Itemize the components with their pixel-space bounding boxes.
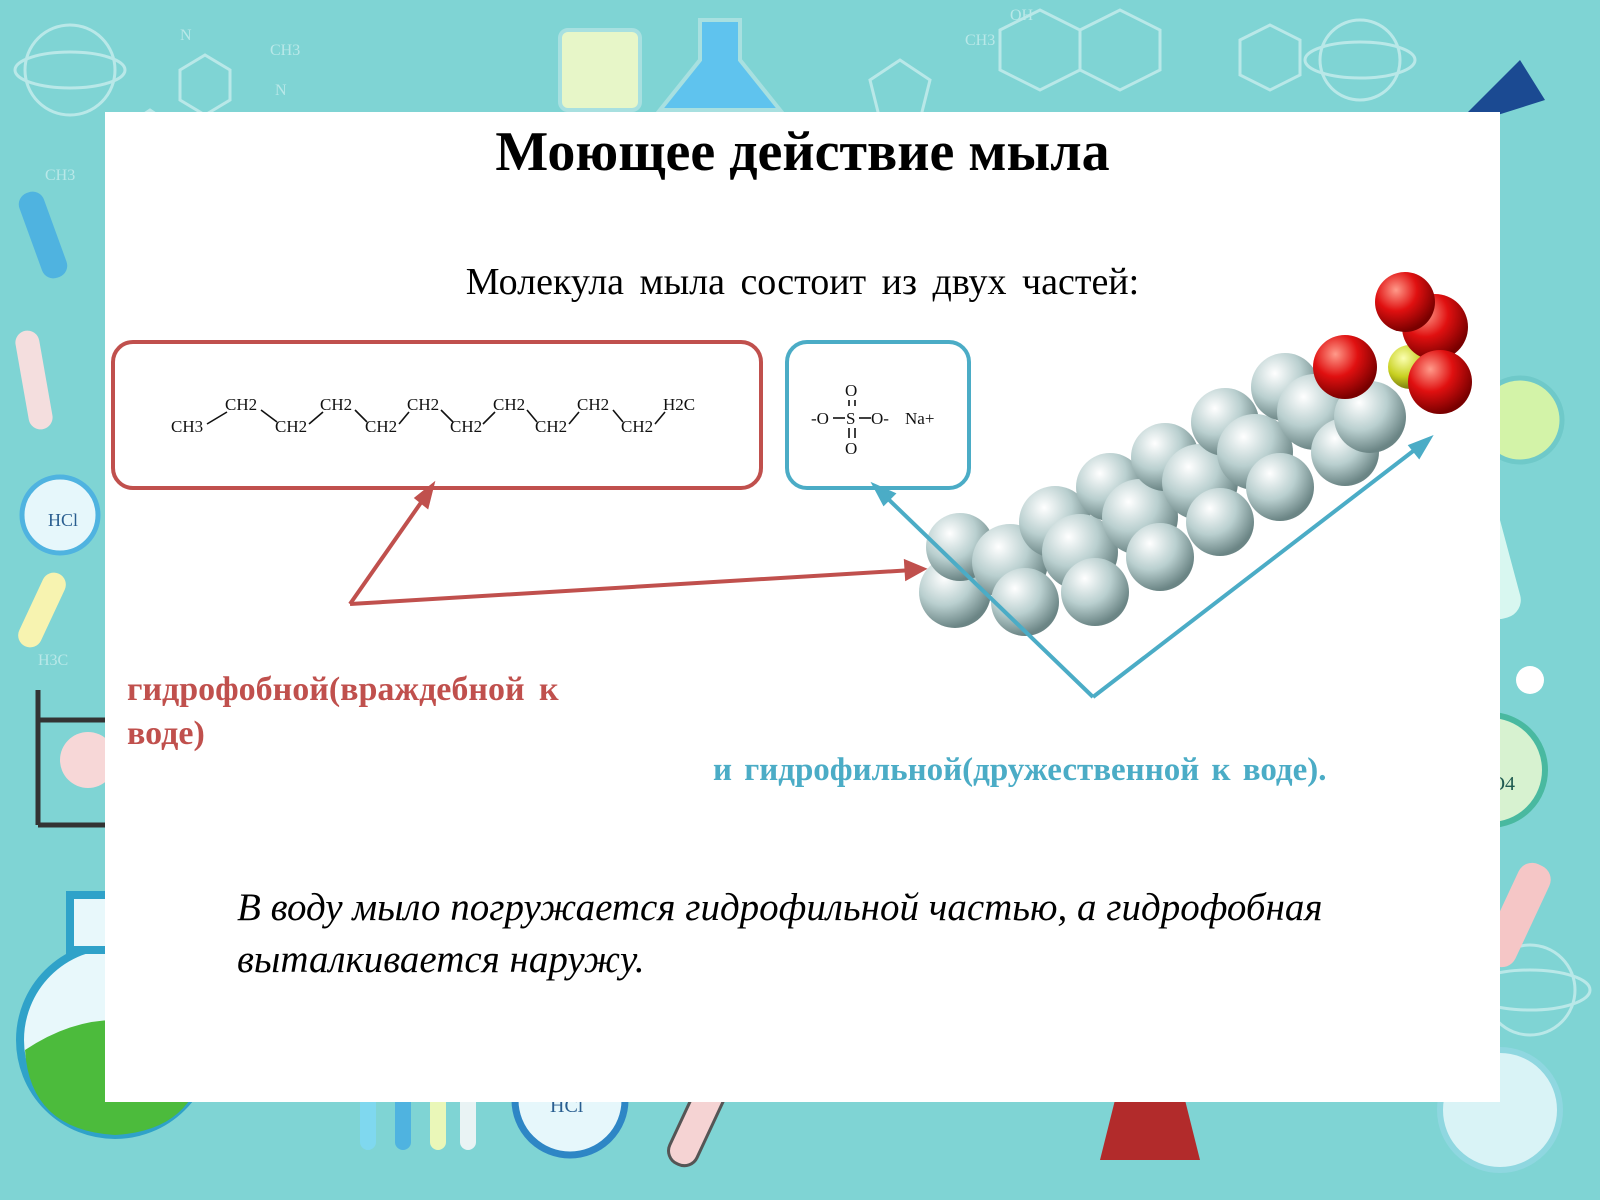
svg-text:CH3: CH3 [270,42,300,59]
hydrophobic-part-box: CH3 CH2 CH2 CH2 CH2 CH2 CH2 CH2 CH2 CH2 … [111,340,763,490]
formula-bonds [206,409,666,425]
formula-unit-up: CH2 [493,395,525,414]
hydrophobic-arrows [348,480,928,606]
slide-subtitle: Молекула мыла состоит из двух частей: [465,261,1140,303]
hydrophilic-part-box: -O S O- O O Na+ [785,340,971,490]
formula-sulfur: S [846,409,855,428]
formula-unit-up: CH2 [577,395,609,414]
formula-unit-up: CH2 [407,395,439,414]
svg-text:HCl: HCl [48,510,78,530]
formula-unit-down: CH2 [535,417,567,436]
hydrophilic-arrows [870,435,1434,699]
svg-text:OH: OH [1010,7,1034,24]
molecule-model-diagram [348,272,1472,699]
formula-unit-up: CH2 [225,395,257,414]
slide-content: Моющее действие мыла Молекула мыла состо… [105,112,1500,1102]
sulfonate-head-formula: -O S O- O O Na+ [811,381,934,458]
formula-unit-up: CH2 [320,395,352,414]
sulfonate-bonds [833,400,871,438]
formula-sodium: Na+ [905,409,934,428]
formula-o-right: O- [871,409,889,428]
svg-text:CH3: CH3 [45,167,75,184]
formula-unit-down: CH2 [275,417,307,436]
formula-end-group: CH3 [171,417,203,436]
svg-text:N: N [180,27,192,44]
space-filling-model [919,272,1472,636]
svg-text:H3C: H3C [38,652,68,669]
hydrocarbon-chain-formula: CH3 CH2 CH2 CH2 CH2 CH2 CH2 CH2 CH2 CH2 … [171,395,695,436]
formula-o-top: O [845,381,857,400]
formula-unit-down: CH2 [621,417,653,436]
hydrophilic-label: и гидрофильной(дружественной к воде). [713,752,1327,788]
frame-text-labels: N CH3 N CH3 OH CH3 H3C [38,7,1034,669]
svg-text:CH3: CH3 [965,32,995,49]
hydrophobic-label: гидрофобной(враждебной к воде) [127,671,559,752]
formula-o-bottom: O [845,439,857,458]
explanation-note: В воду мыло погружается гидрофильной час… [237,886,1323,981]
formula-unit-down: CH2 [450,417,482,436]
formula-tail: H2C [663,395,695,414]
slide-title: Моющее действие мыла [495,121,1110,183]
svg-text:N: N [275,82,287,99]
formula-unit-down: CH2 [365,417,397,436]
formula-o-left: -O [811,409,829,428]
